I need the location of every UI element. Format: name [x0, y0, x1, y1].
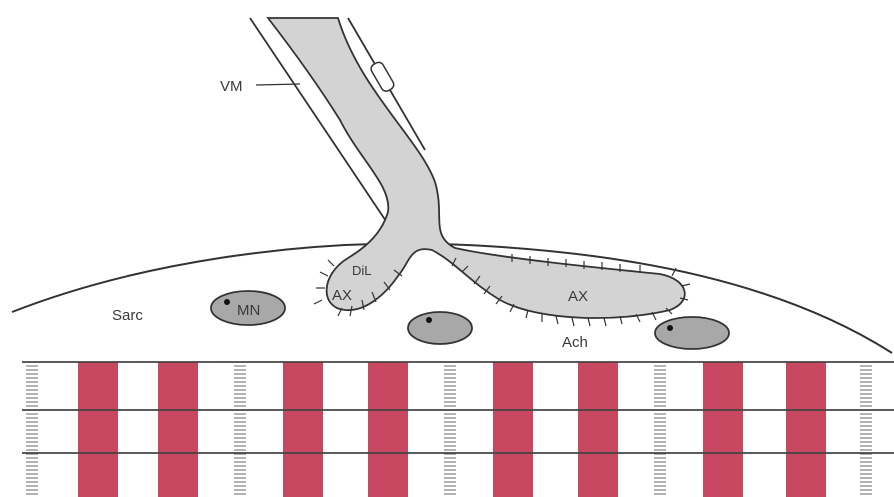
- nucleus-center: [408, 312, 472, 344]
- nucleolus-center: [426, 317, 432, 323]
- label-ach: Ach: [562, 334, 588, 351]
- receptor-bristle: [556, 316, 558, 324]
- label-vm: VM: [220, 78, 243, 95]
- receptor-bristle: [604, 318, 606, 326]
- label-sarc: Sarc: [112, 307, 143, 324]
- receptor-bristle: [320, 272, 328, 276]
- axon-terminal: [268, 18, 685, 318]
- receptor-bristle: [572, 318, 574, 326]
- z-line-4: [654, 366, 666, 494]
- receptor-bristle: [314, 300, 322, 304]
- a-band-6: [578, 362, 618, 497]
- label-ax-right: AX: [568, 288, 588, 305]
- a-band-3: [283, 362, 323, 497]
- a-band-4: [368, 362, 408, 497]
- a-band-8: [786, 362, 826, 497]
- a-band-5: [493, 362, 533, 497]
- label-dil: DiL: [352, 263, 372, 278]
- z-line-1: [26, 366, 38, 494]
- receptor-bristle: [328, 260, 334, 266]
- a-band-2: [158, 362, 198, 497]
- z-line-3: [444, 366, 456, 494]
- vm-leader-line: [256, 84, 300, 85]
- a-band-1: [78, 362, 118, 497]
- a-band-7: [703, 362, 743, 497]
- z-line-5: [860, 366, 872, 494]
- receptor-bristle: [682, 284, 690, 286]
- label-ax-left: AX: [332, 287, 352, 304]
- label-mn: MN: [237, 302, 260, 319]
- myofibrils: [22, 362, 894, 497]
- nucleus-right: [655, 317, 729, 349]
- z-line-2: [234, 366, 246, 494]
- nucleolus-mn: [224, 299, 230, 305]
- nucleolus-right: [667, 325, 673, 331]
- receptor-bristle: [588, 318, 590, 326]
